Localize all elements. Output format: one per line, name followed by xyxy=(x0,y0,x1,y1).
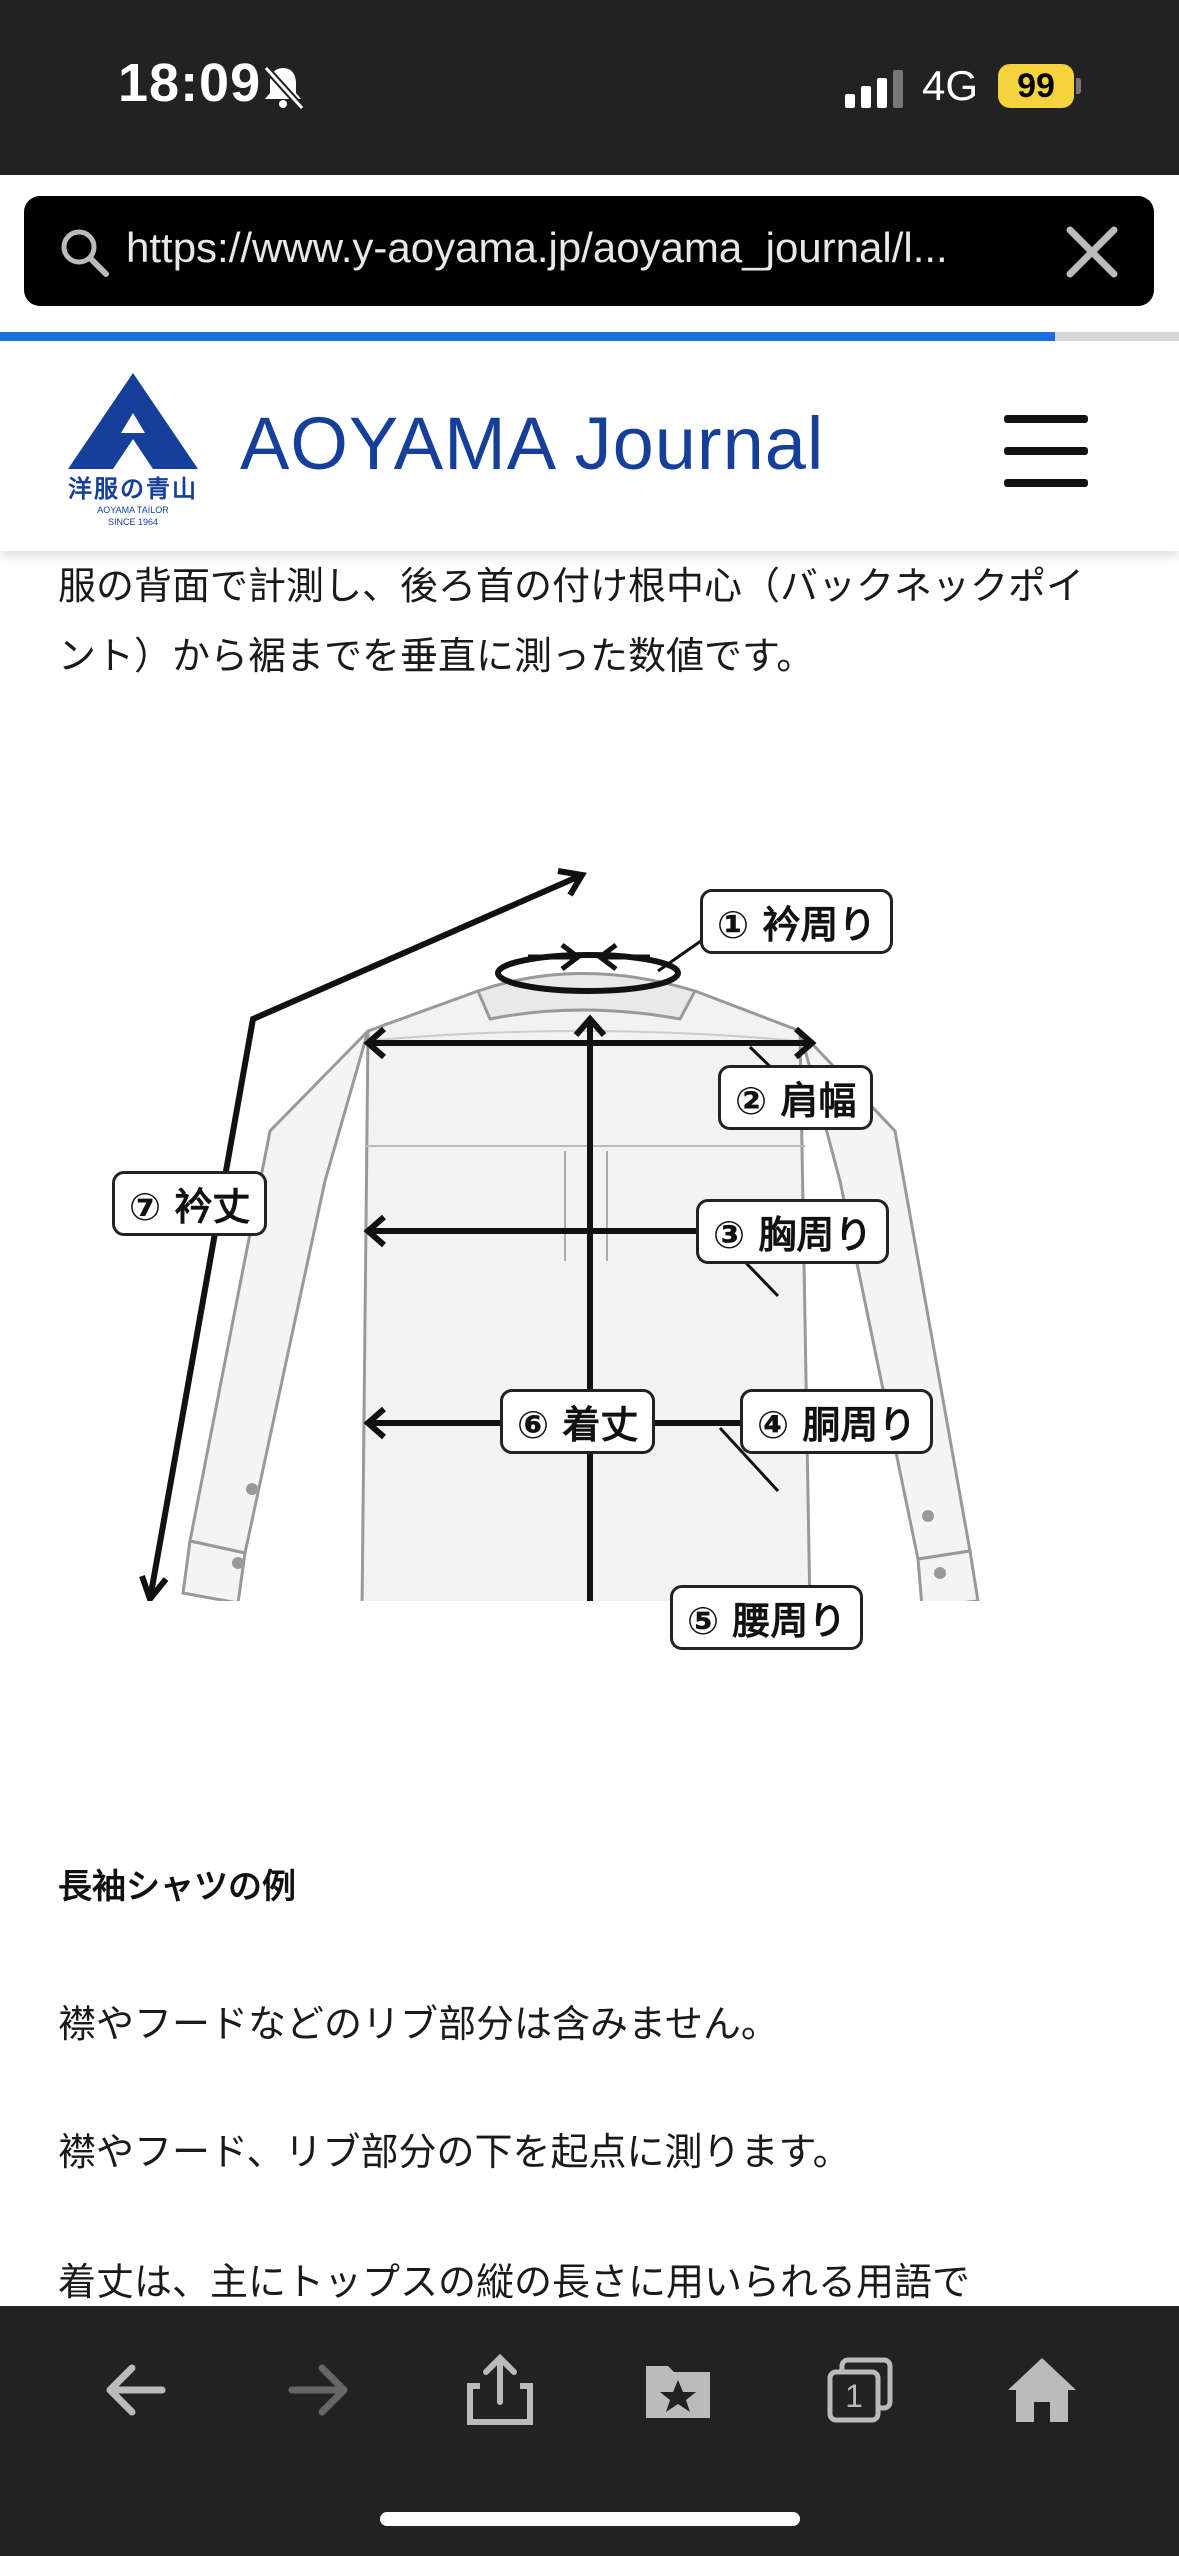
aoyama-logo-mark[interactable] xyxy=(58,371,208,471)
address-bar[interactable]: https://www.y-aoyama.jp/aoyama_journal/l… xyxy=(24,196,1154,306)
bookmarks-icon[interactable] xyxy=(640,2352,716,2428)
logo-kanji: 洋服の青山 xyxy=(68,475,198,503)
battery-indicator: 99 xyxy=(998,64,1074,108)
forward-icon[interactable] xyxy=(280,2352,356,2428)
paragraph-measure-start: 襟やフード、リブ部分の下を起点に測ります。 xyxy=(58,2130,851,2174)
label-length: ⑥ 着丈 xyxy=(500,1389,656,1454)
shirt-measurement-diagram: ① 衿周り ② 肩幅 ③ 胸周り ④ 胴周り ⑤ 腰周り ⑥ 着丈 ⑦ 衿丈 xyxy=(110,841,1010,1650)
home-icon[interactable] xyxy=(1004,2352,1080,2428)
status-bar: 18:09 4G 99 xyxy=(0,0,1179,175)
diagram-caption: 長袖シャツの例 xyxy=(58,1867,296,1907)
tabs-icon[interactable]: 1 xyxy=(822,2352,898,2428)
network-type: 4G xyxy=(922,62,979,109)
label-waist: ④ 胴周り xyxy=(740,1389,934,1454)
url-text[interactable]: https://www.y-aoyama.jp/aoyama_journal/l… xyxy=(126,224,948,271)
site-header: 洋服の青山 AOYAMA TAILOR SINCE 1964 AOYAMA Jo… xyxy=(0,341,1179,551)
paragraph-rib: 襟やフードなどのリブ部分は含みません。 xyxy=(58,2002,779,2046)
home-indicator[interactable] xyxy=(380,2512,800,2526)
share-icon[interactable] xyxy=(462,2352,538,2428)
hamburger-menu-icon[interactable] xyxy=(1004,415,1088,487)
search-icon xyxy=(61,229,109,277)
article-content: 服の背面で計測し、後ろ首の付け根中心（バックネックポイント）から裾までを垂直に測… xyxy=(0,551,1179,2306)
signal-icon xyxy=(845,70,903,108)
label-neck: ① 衿周り xyxy=(700,889,894,954)
label-shoulder: ② 肩幅 xyxy=(718,1065,874,1130)
page-load-progress xyxy=(0,332,1056,341)
logo-since: SINCE 1964 xyxy=(107,517,159,527)
close-icon[interactable] xyxy=(1064,224,1120,280)
label-sleeve: ⑦ 衿丈 xyxy=(112,1171,268,1236)
shirt-illustration xyxy=(139,868,980,1601)
paragraph-length: 着丈は、主にトップスの縦の長さに用いられる用語で xyxy=(58,2260,971,2304)
intro-paragraph: 服の背面で計測し、後ろ首の付け根中心（バックネックポイント）から裾までを垂直に測… xyxy=(58,564,1085,678)
tabs-count: 1 xyxy=(845,2378,863,2414)
site-title[interactable]: AOYAMA Journal xyxy=(240,402,825,485)
label-chest: ③ 胸周り xyxy=(696,1199,890,1264)
logo-subtitle: AOYAMA TAILOR xyxy=(97,505,169,515)
status-time: 18:09 xyxy=(118,53,262,113)
back-icon[interactable] xyxy=(98,2352,174,2428)
bell-slash-icon xyxy=(263,65,305,111)
battery-tip xyxy=(1076,78,1081,94)
label-hip: ⑤ 腰周り xyxy=(670,1585,864,1650)
